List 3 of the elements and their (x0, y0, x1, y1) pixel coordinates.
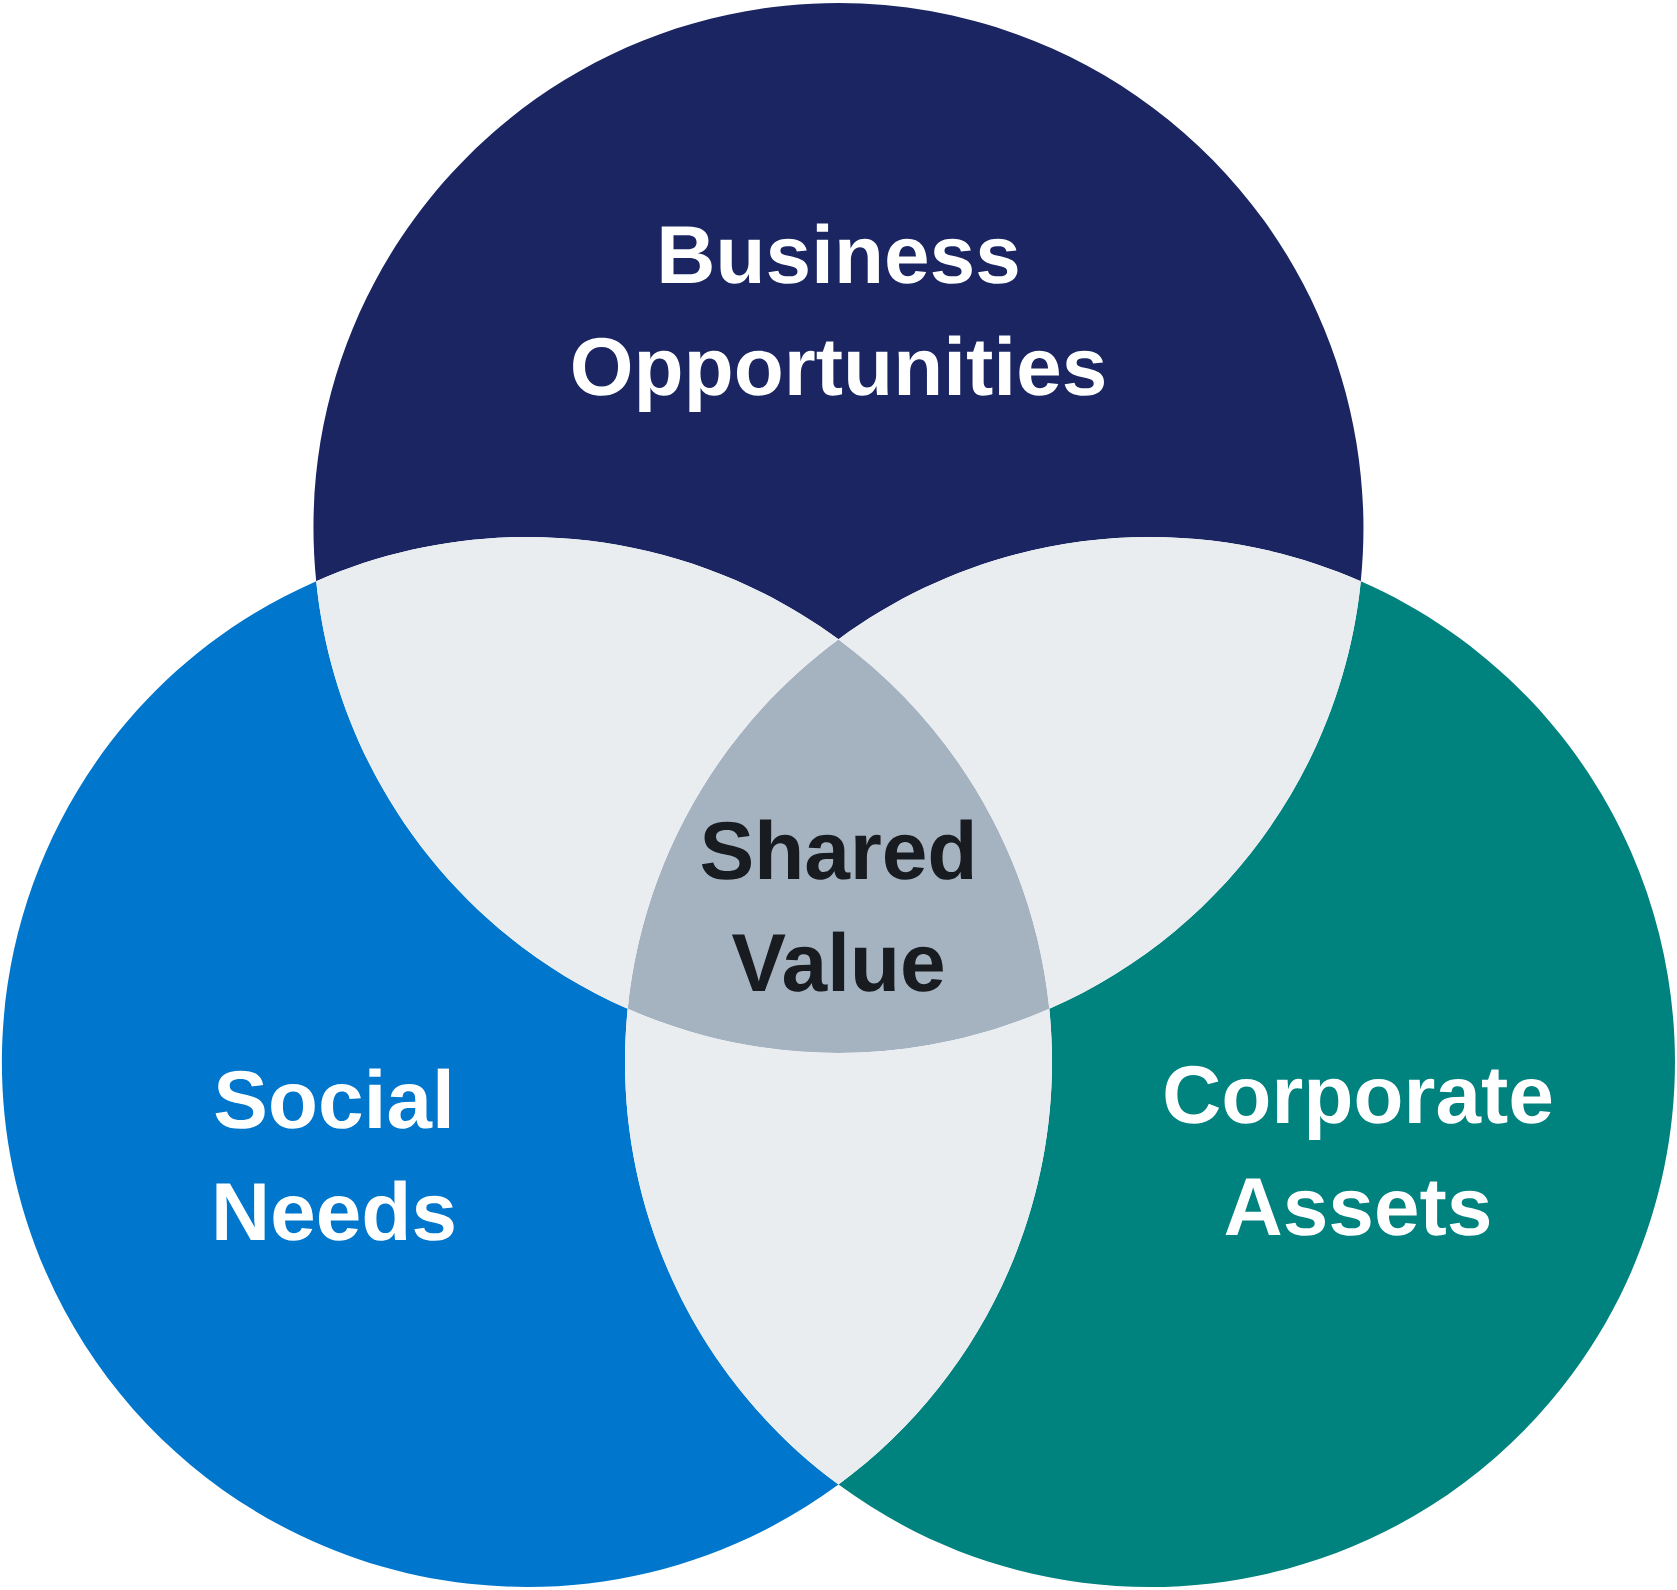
center-region: Shared Value (627, 639, 1050, 1053)
circle-region: Business Opportunities (313, 3, 1364, 640)
overlap-region (625, 1008, 1052, 1485)
